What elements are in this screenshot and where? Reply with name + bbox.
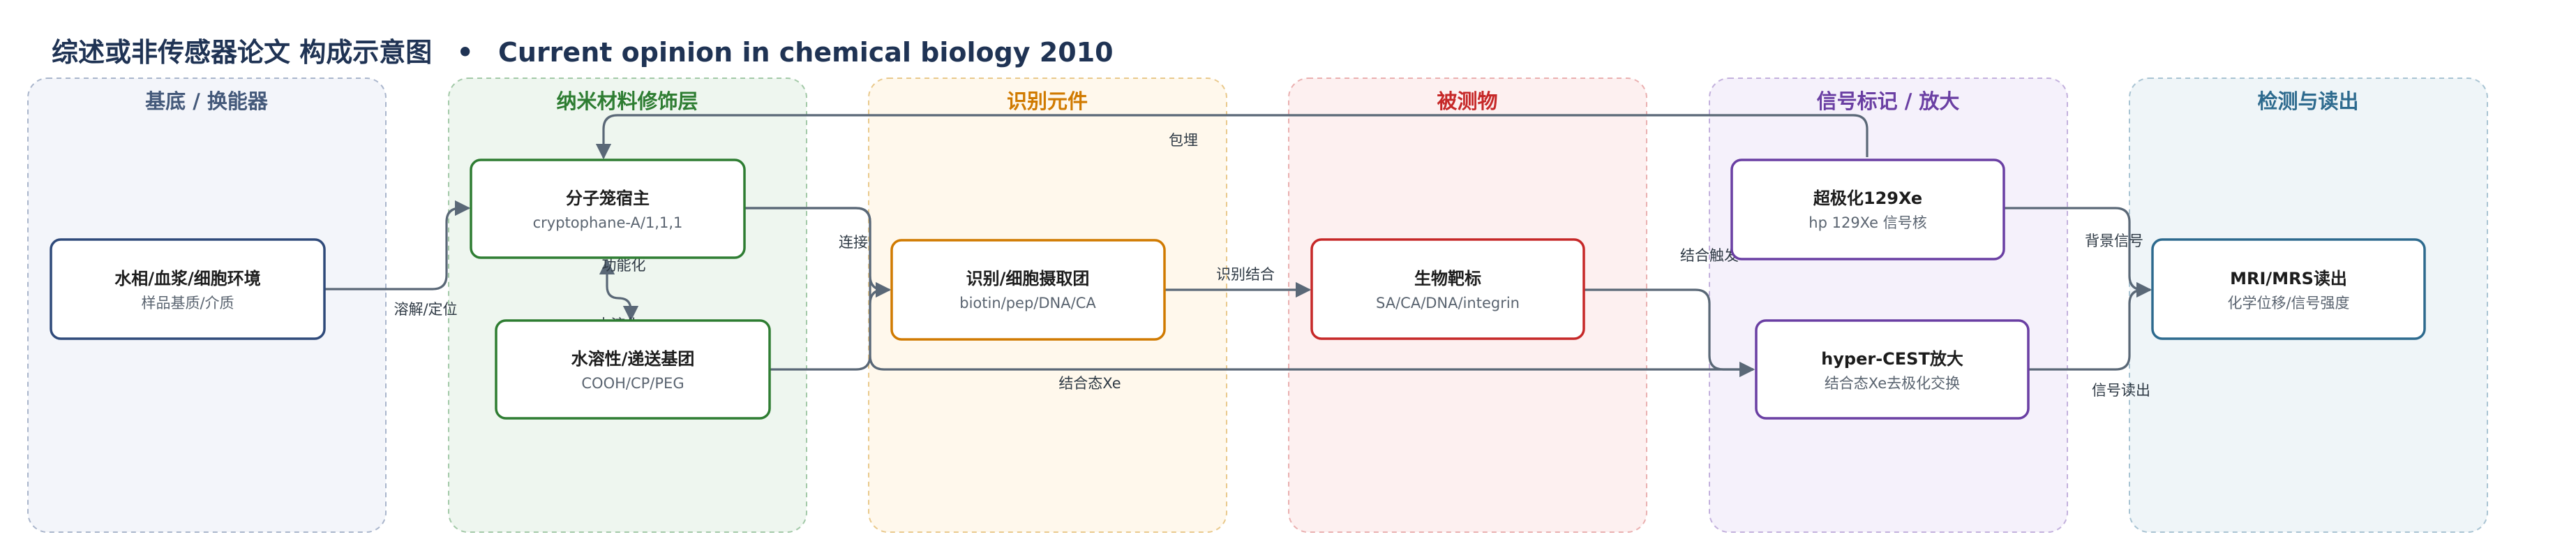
title-main: 综述或非传感器论文 构成示意图 [52, 37, 432, 68]
edge-label-dissolve: 溶解/定位 [394, 301, 457, 318]
node-subtitle: COOH/CP/PEG [581, 375, 684, 392]
node-xe[interactable]: 超极化129Xe hp 129Xe 信号核 [1730, 159, 2005, 260]
column-panel [1709, 78, 2068, 533]
edge-host-to-hypercest [744, 207, 1755, 378]
edge-xe-to-mri [2004, 207, 2152, 298]
node-hypercest[interactable]: hyper-CEST放大 结合态Xe去极化交换 [1755, 319, 2030, 420]
edge-label-signal-readout: 信号读出 [2092, 382, 2150, 399]
node-title: hyper-CEST放大 [1821, 349, 1963, 369]
node-subtitle: 结合态Xe去极化交换 [1825, 375, 1960, 392]
edge-label-background: 背景信号 [2085, 233, 2143, 249]
edge-label-encapsulate: 包埋 [1169, 132, 1198, 149]
node-solgroup[interactable]: 水溶性/递送基团 COOH/CP/PEG [495, 319, 771, 420]
svg-text:综述或非传感器论文 构成示意图 •: 综述或非传感器论文 构成示意图 • Current opinion in che… [52, 37, 1114, 68]
edge-label-functionalize: 功能化 [602, 257, 646, 274]
column-panel [448, 78, 807, 533]
column-title: 被测物 [1437, 89, 1497, 113]
title-journal: Current opinion in chemical biology 2010 [498, 37, 1114, 68]
node-mri[interactable]: MRI/MRS读出 化学位移/信号强度 [2151, 238, 2426, 340]
edge-env-to-host [324, 200, 471, 291]
edge-host-to-solgroup [599, 258, 639, 322]
node-subtitle: 化学位移/信号强度 [2227, 295, 2349, 311]
node-title: 识别/细胞摄取团 [966, 269, 1090, 288]
edge-label-bind-trigger: 结合触发 [1680, 247, 1739, 264]
column-nano: 纳米材料修饰层 [448, 78, 807, 533]
node-title: 水溶性/递送基团 [571, 349, 695, 369]
node-title: 分子笼宿主 [566, 189, 650, 208]
edge-hypercest-to-mri [2028, 288, 2150, 371]
edges [324, 114, 2152, 378]
node-subtitle: cryptophane-A/1,1,1 [533, 214, 683, 231]
node-subtitle: hp 129Xe 信号核 [1809, 214, 1926, 231]
node-host[interactable]: 分子笼宿主 cryptophane-A/1,1,1 [470, 159, 746, 259]
node-target[interactable]: 生物靶标 SA/CA/DNA/integrin [1310, 238, 1585, 340]
node-recog[interactable]: 识别/细胞摄取团 biotin/pep/DNA/CA [890, 239, 1166, 341]
node-title: MRI/MRS读出 [2230, 269, 2347, 288]
column-title: 信号标记 / 放大 [1817, 89, 1960, 113]
edge-label-connect: 连接 [839, 234, 868, 251]
diagram-title: 综述或非传感器论文 构成示意图 • Current opinion in che… [52, 37, 1114, 68]
column-title: 纳米材料修饰层 [556, 89, 698, 113]
column-signal: 信号标记 / 放大 [1709, 78, 2068, 533]
column-title: 检测与读出 [2257, 89, 2358, 113]
edge-target-to-hypercest [1584, 288, 1753, 371]
edge-label-recognize-bind: 识别结合 [1216, 266, 1275, 283]
node-title: 生物靶标 [1414, 269, 1481, 288]
node-subtitle: 样品基质/介质 [141, 295, 234, 311]
node-title: 超极化129Xe [1813, 189, 1922, 208]
node-subtitle: SA/CA/DNA/integrin [1376, 295, 1520, 311]
node-title: 水相/血浆/细胞环境 [114, 269, 261, 288]
title-separator: • [456, 37, 473, 68]
edge-xe-to-host [595, 114, 1869, 160]
edge-label-bound-xe: 结合态Xe [1058, 375, 1121, 392]
node-subtitle: biotin/pep/DNA/CA [959, 295, 1096, 311]
node-env[interactable]: 水相/血浆/细胞环境 样品基质/介质 [50, 238, 326, 340]
column-title: 基底 / 换能器 [145, 89, 269, 113]
column-title: 识别元件 [1007, 89, 1088, 113]
